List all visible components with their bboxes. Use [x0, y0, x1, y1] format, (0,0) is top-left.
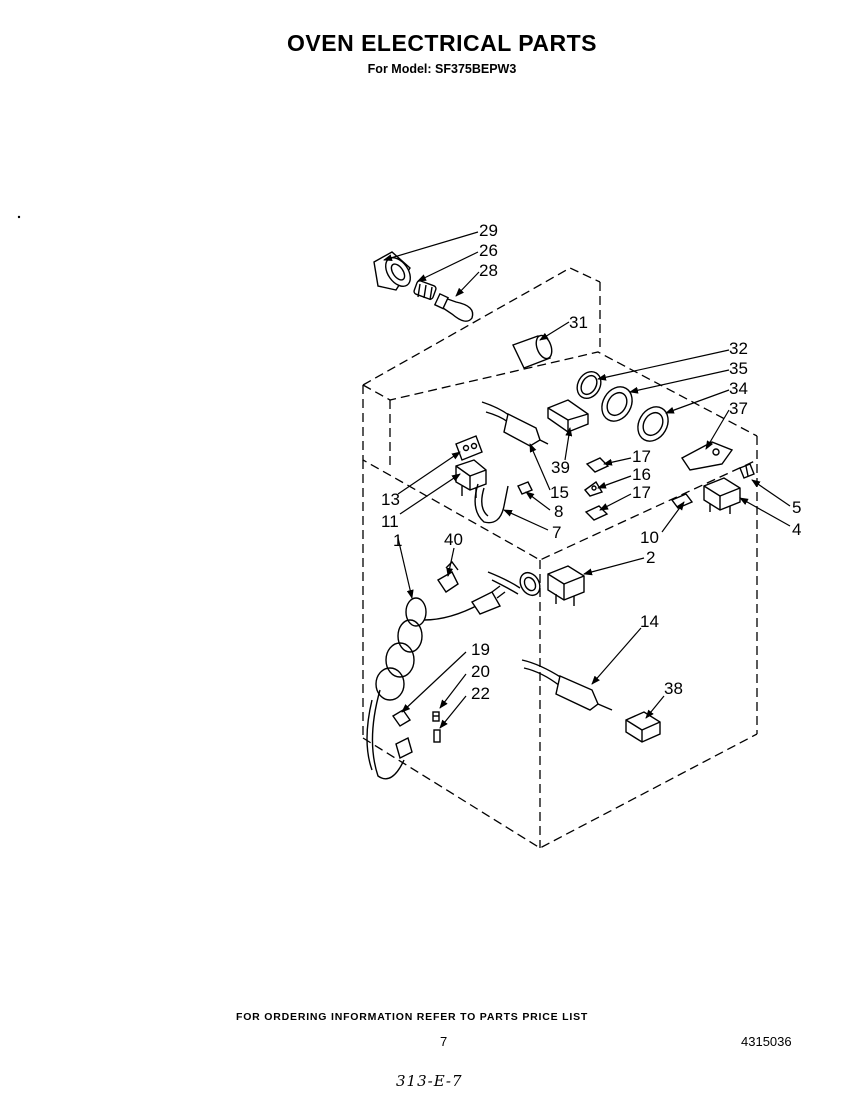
callout-16: 16 — [632, 465, 651, 484]
callout-31: 31 — [569, 313, 588, 332]
part-17-insulator-upper — [585, 457, 610, 473]
part-28-oven-bulb — [433, 292, 474, 322]
callout-1: 1 — [393, 531, 402, 550]
callout-4: 4 — [792, 520, 801, 539]
part-39-terminal-block — [547, 399, 589, 433]
page-number: 7 — [440, 1034, 448, 1049]
callout-13: 13 — [381, 490, 400, 509]
callout-28: 28 — [479, 261, 498, 280]
callout-15: 15 — [550, 483, 569, 502]
callout-5: 5 — [792, 498, 801, 517]
callout-8: 8 — [554, 502, 563, 521]
part-4-switch — [703, 477, 741, 514]
callout-26: 26 — [479, 241, 498, 260]
callout-20: 20 — [471, 662, 490, 681]
callout-32: 32 — [729, 339, 748, 358]
part-40-clamp — [437, 560, 459, 593]
part-2-thermostat — [487, 565, 585, 606]
part-15-sensor — [481, 401, 549, 447]
stray-dot — [17, 215, 21, 219]
part-22-terminal-pin — [433, 729, 441, 743]
model-subtitle: For Model: SF375BEPW3 — [367, 62, 517, 76]
callout-leader-lines — [383, 231, 791, 729]
callout-37: 37 — [729, 399, 748, 418]
callout-39: 39 — [551, 458, 570, 477]
part-7-wire — [474, 483, 509, 524]
ordering-info-note: FOR ORDERING INFORMATION REFER TO PARTS … — [236, 1011, 589, 1023]
handwritten-note: 313-E-7 — [396, 1072, 463, 1090]
part-10-switch — [670, 493, 694, 509]
part-29-lamp-receptacle — [373, 251, 412, 291]
callout-22: 22 — [471, 684, 490, 703]
callout-38: 38 — [664, 679, 683, 698]
part-11-relay — [455, 459, 487, 498]
part-26-lamp-base — [413, 280, 437, 301]
oven-cabinet-outline — [362, 267, 758, 849]
callout-14: 14 — [640, 612, 659, 631]
part-1-power-cord — [366, 585, 506, 780]
callout-11: 11 — [381, 512, 399, 531]
callout-labels: 29 26 28 31 32 35 34 37 39 17 16 17 15 1… — [381, 221, 801, 703]
part-31-sleeve — [512, 334, 553, 369]
part-20-screw — [432, 711, 440, 722]
callout-17-upper: 17 — [632, 447, 651, 466]
part-5-connector — [739, 463, 755, 479]
callout-40: 40 — [444, 530, 463, 549]
callout-35: 35 — [729, 359, 748, 378]
part-38-connector-block — [625, 711, 661, 743]
part-34-ring — [637, 406, 669, 442]
callout-17-lower: 17 — [632, 483, 651, 502]
callout-34: 34 — [729, 379, 748, 398]
callout-7: 7 — [552, 523, 561, 542]
part-8-clip — [517, 481, 533, 495]
document-number: 4315036 — [741, 1034, 792, 1049]
part-16-terminal — [583, 480, 604, 497]
callout-19: 19 — [471, 640, 490, 659]
callout-2: 2 — [646, 548, 655, 567]
part-13-bracket — [455, 435, 483, 461]
part-32-ring — [576, 370, 602, 400]
callout-10: 10 — [640, 528, 659, 547]
part-14-temperature-sensor — [521, 659, 613, 711]
callout-29: 29 — [479, 221, 498, 240]
part-35-ring — [601, 386, 633, 422]
part-19-terminal — [391, 709, 412, 727]
page-title: OVEN ELECTRICAL PARTS — [287, 30, 597, 56]
